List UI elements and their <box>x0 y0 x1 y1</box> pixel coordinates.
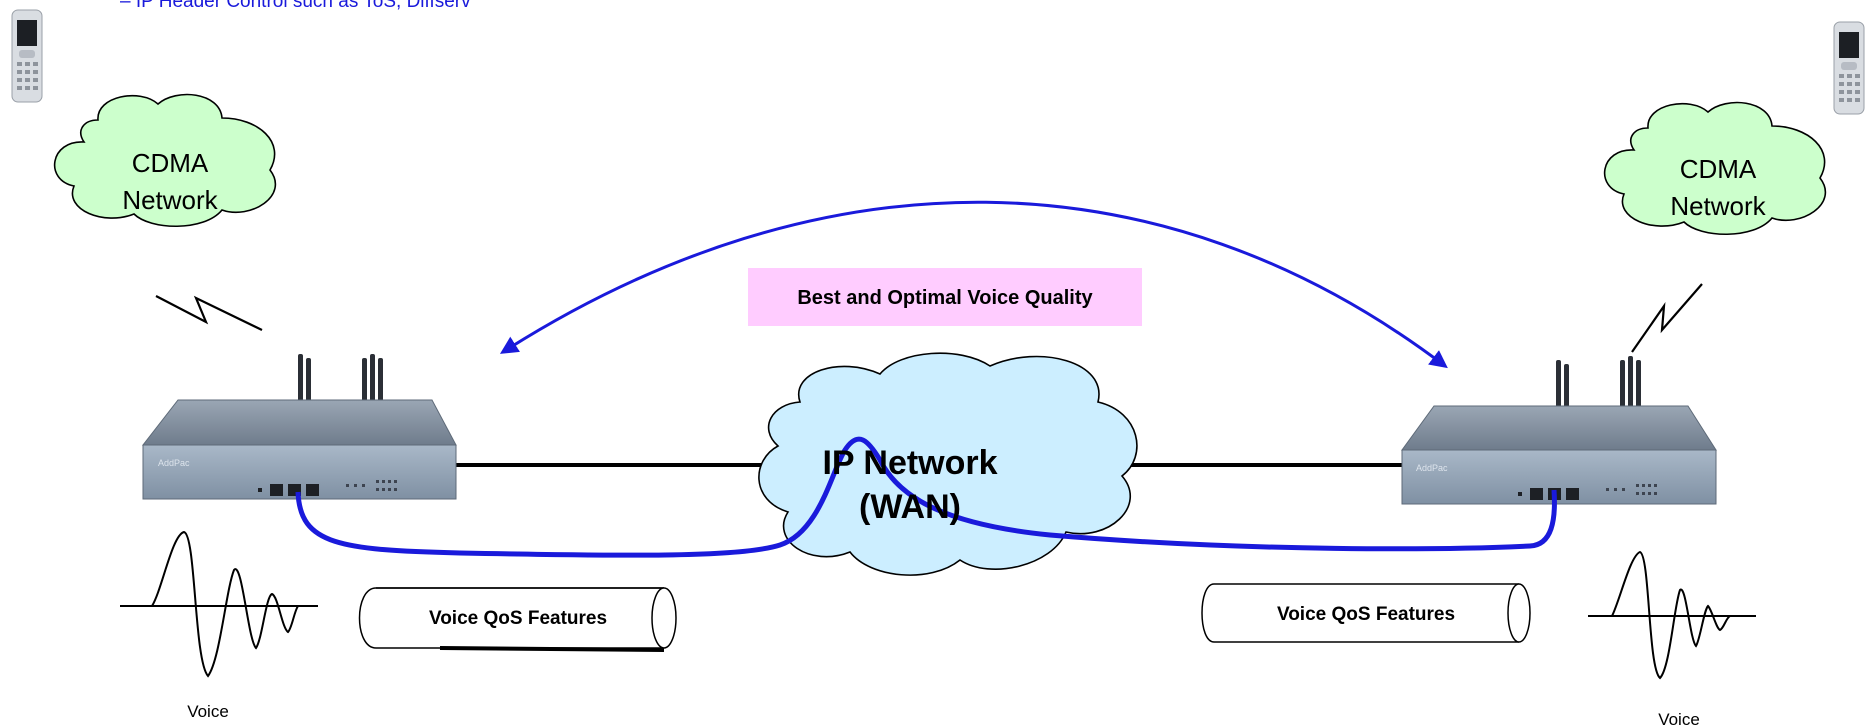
cdma-cloud-left: CDMA Network <box>53 93 277 228</box>
voice-waveform-right-icon <box>1588 550 1756 680</box>
ip-network-line2: (WAN) <box>859 488 961 526</box>
gateway-right-ports-icon <box>1518 484 1657 500</box>
voip-gateway-left: AddPac <box>141 354 457 500</box>
wireless-signal-left-icon <box>155 295 263 331</box>
cdma-cloud-right: CDMA Network <box>1603 101 1827 236</box>
mobile-phone-left-icon <box>11 9 43 103</box>
wireless-signal-right-icon <box>1631 283 1703 353</box>
qos-right-label: Voice QoS Features <box>1277 604 1455 625</box>
header-bullet-text: – IP Header Control such as ToS, Diffser… <box>120 0 471 12</box>
quality-label-text: Best and Optimal Voice Quality <box>797 287 1093 309</box>
voice-path-cable <box>295 436 1557 558</box>
voice-right-label: Voice <box>1658 710 1700 728</box>
cdma-cloud-left-line2: Network <box>122 185 218 215</box>
quality-arc-arrow <box>499 200 1448 369</box>
gateway-left-brand: AddPac <box>158 458 190 468</box>
quality-label-box: Best and Optimal Voice Quality <box>748 268 1142 326</box>
mobile-phone-right-icon <box>1833 21 1865 115</box>
qos-left-label: Voice QoS Features <box>429 608 607 629</box>
qos-pipe-left: Voice QoS Features <box>358 587 677 652</box>
gateway-right-brand: AddPac <box>1416 463 1448 473</box>
cdma-cloud-right-line1: CDMA <box>1680 154 1757 184</box>
qos-pipe-right: Voice QoS Features <box>1201 583 1531 643</box>
voice-left-label: Voice <box>187 702 229 721</box>
voip-gateway-right: AddPac <box>1401 356 1717 505</box>
gateway-left-antennas-icon <box>298 354 383 406</box>
cdma-cloud-right-line2: Network <box>1670 191 1766 221</box>
cdma-cloud-left-line1: CDMA <box>132 148 209 178</box>
ip-network-line1: IP Network <box>822 444 997 482</box>
ip-network-cloud <box>758 352 1138 576</box>
gateway-left-ports-icon <box>258 480 397 496</box>
gateway-right-antennas-icon <box>1556 356 1641 408</box>
voice-waveform-left-icon <box>120 530 318 678</box>
